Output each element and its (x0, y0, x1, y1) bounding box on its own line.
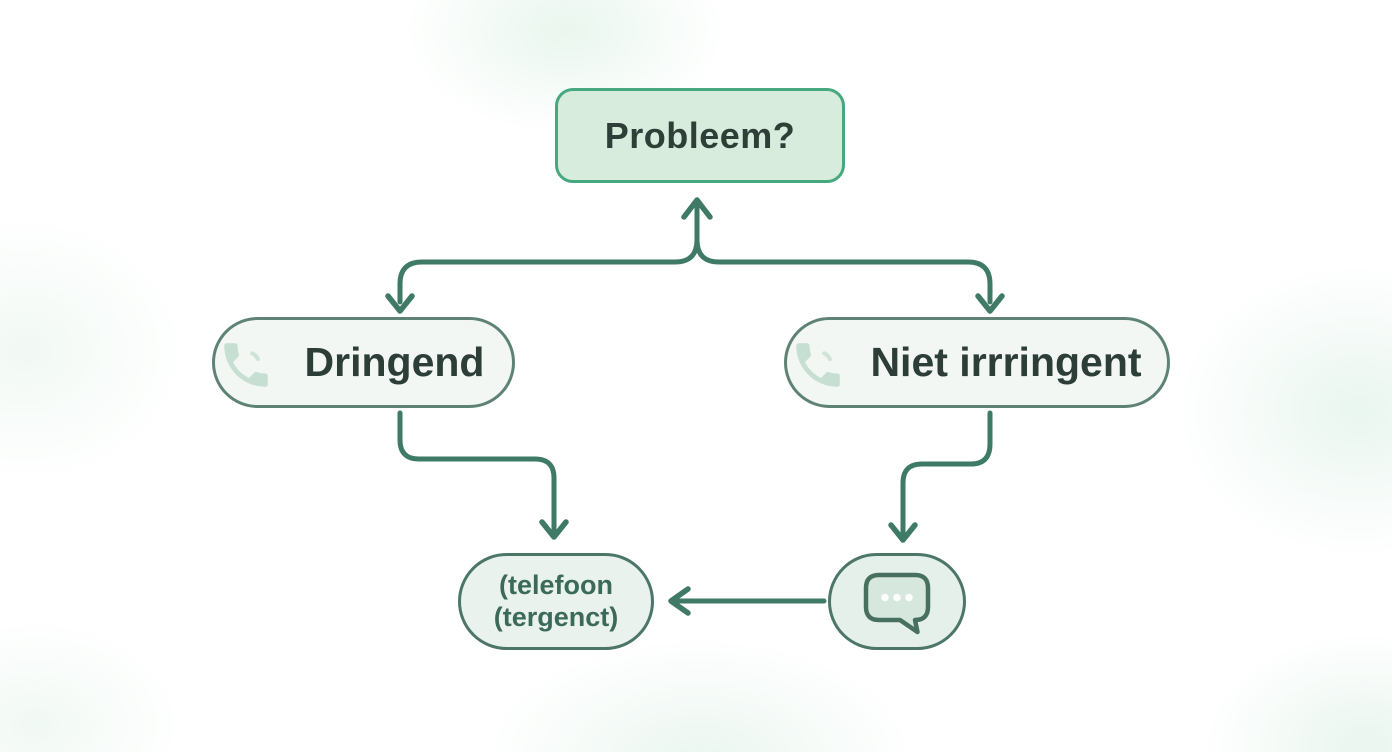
arrowhead-down-to-chat (888, 522, 918, 543)
arrowhead-down-to-telefoon (539, 519, 569, 540)
phone-icon (224, 343, 268, 387)
chat-bubble-dots-icon (863, 572, 931, 634)
node-dringend: Dringend (212, 317, 515, 408)
arrowhead-up-to-probleem (681, 197, 713, 220)
node-telefoon-line1: (telefoon (499, 570, 613, 601)
node-niet-dringend-label: Niet irrringent (870, 339, 1142, 385)
arrowhead-down-to-niet-dringend (975, 293, 1005, 314)
node-telefoon: (telefoon (tergenct) (458, 553, 654, 650)
node-chat (828, 553, 966, 650)
node-probleem-label: Probleem? (604, 114, 796, 156)
edge-dringend-to-telefoon (397, 410, 557, 535)
phone-icon (796, 343, 840, 387)
arrowhead-left-to-telefoon (668, 586, 691, 616)
arrowhead-down-to-dringend (385, 293, 415, 314)
node-dringend-label: Dringend (304, 339, 485, 385)
edge-branch-right (694, 237, 993, 305)
node-probleem: Probleem? (555, 88, 845, 183)
edge-branch-left (397, 201, 700, 305)
edge-niet-dringend-to-chat (900, 410, 993, 538)
node-niet-dringend: Niet irrringent (784, 317, 1170, 408)
node-telefoon-line2: (tergenct) (493, 601, 619, 632)
